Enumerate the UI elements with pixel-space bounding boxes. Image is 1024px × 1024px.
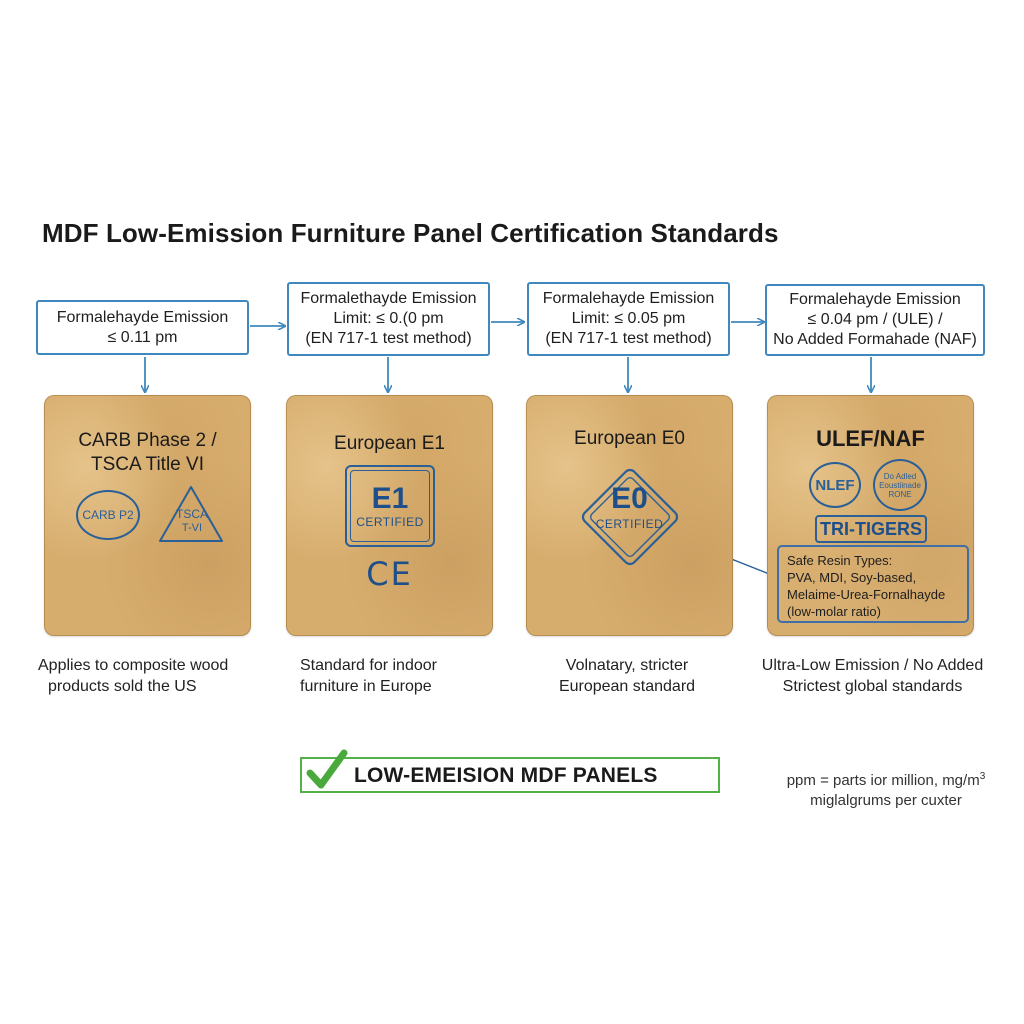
seal-label: Do Adled [883, 471, 917, 481]
limit-box-ulef: Formalehayde Emission ≤ 0.04 pm / (ULE) … [765, 284, 985, 356]
e1-mark: E1 [371, 482, 409, 515]
checkmark-icon [306, 749, 348, 789]
caption-e1: Standard for indoor furniture in Europe [300, 655, 470, 697]
units-note: ppm = parts ior million, mg/m3 miglalgru… [770, 767, 1002, 811]
limit-line: Limit: ≤ 0.(0 pm [333, 310, 444, 327]
panel-carb-tsca: CARB Phase 2 / TSCA Title VI CARB P2 TSC… [44, 395, 251, 636]
caption-line: European standard [558, 678, 696, 695]
seal-label: NLEF [815, 476, 855, 494]
caption-carb: Applies to composite wood products sold … [38, 655, 248, 697]
panel-title: CARB Phase 2 / TSCA Title VI [44, 429, 251, 477]
certified-label: CERTIFIED [595, 517, 664, 531]
no-added-seal-icon: Do Adled Eoustiinade RONE [873, 459, 927, 511]
limit-line: (EN 717-1 test method) [545, 330, 712, 347]
resin-line: Melaime-Urea-Fornalhayde [787, 587, 946, 602]
nlef-seal-icon: NLEF [809, 462, 861, 508]
limit-box-e0: Formalehayde Emission Limit: ≤ 0.05 pm (… [527, 282, 730, 356]
limit-line: Formalehayde Emission [789, 291, 961, 308]
panel-title-line: CARB Phase 2 / [78, 430, 217, 451]
caption-line: Standard for indoor [300, 657, 437, 674]
tri-tigers-badge: TRI-TIGERS [815, 515, 927, 543]
caption-line: furniture in Europe [300, 678, 432, 695]
caption-line: Volnatary, stricter [565, 657, 689, 674]
seal-label: CARB P2 [82, 508, 134, 522]
banner-label: LOW-EMEISION MDF PANELS [354, 764, 658, 787]
caption-e0: Volnatary, stricter European standard [527, 655, 727, 697]
seal-label: RONE [888, 489, 912, 499]
certified-label: CERTIFIED [356, 515, 424, 529]
carb-seal-icon: CARB P2 [76, 490, 140, 540]
tsca-seal-text: TSCA [176, 507, 208, 521]
units-line: ppm = parts ior million, mg/m3 [770, 767, 1002, 791]
e0-diamond-icon [581, 468, 679, 566]
e0-mark: E0 [611, 482, 648, 515]
panel-title-line: TSCA Title VI [91, 454, 204, 475]
panel-title: European E1 [334, 433, 445, 454]
limit-line: ≤ 0.11 pm [107, 328, 178, 346]
units-superscript: 3 [979, 771, 986, 782]
tsca-seal-text: T-VI [182, 522, 202, 534]
low-emission-banner: LOW-EMEISION MDF PANELS [300, 749, 720, 793]
e1-certified-badge: E1 CERTIFIED [345, 465, 435, 547]
panel-title: ULEF/NAF [816, 426, 925, 451]
ce-mark-icon: CE [366, 555, 413, 593]
safe-resin-types-box: Safe Resin Types: PVA, MDI, Soy-based, M… [777, 545, 969, 623]
diagram-title: MDF Low-Emission Furniture Panel Certifi… [42, 218, 779, 248]
units-line: miglalgrums per cuxter [810, 792, 962, 809]
seal-label: Eoustiinade [879, 480, 921, 490]
limit-line: (EN 717-1 test method) [305, 330, 472, 347]
limit-line: No Added Formahade (NAF) [773, 331, 977, 348]
caption-line: products sold the US [48, 678, 197, 695]
resin-line: Safe Resin Types: [787, 553, 893, 568]
limit-line: Formalehayde Emission [542, 290, 715, 307]
tsca-triangle-icon: TSCA T-VI [159, 486, 223, 542]
limit-box-carb: Formalehayde Emission ≤ 0.11 pm [36, 300, 249, 355]
panel-ulef-naf: ULEF/NAF NLEF Do Adled Eoustiinade RONE [767, 395, 974, 636]
caption-ulef: Ultra-Low Emission / No Added Strictest … [750, 655, 995, 697]
resin-line: (low-molar ratio) [787, 604, 881, 619]
resin-line: PVA, MDI, Soy-based, [787, 570, 917, 585]
limit-line: Formalethayde Emission [300, 290, 477, 307]
limit-box-e1: Formalethayde Emission Limit: ≤ 0.(0 pm … [287, 282, 490, 356]
limit-line: Limit: ≤ 0.05 pm [571, 310, 686, 327]
panel-title: European E0 [574, 428, 685, 449]
limit-line: Formalehayde Emission [56, 308, 229, 326]
caption-line: Ultra-Low Emission / No Added [761, 657, 984, 674]
caption-line: Strictest global standards [782, 678, 963, 695]
caption-line: Applies to composite wood [38, 657, 229, 674]
panel-european-e1: European E1 E1 CERTIFIED CE [286, 395, 493, 636]
units-text: ppm = parts ior million, mg/m [786, 772, 980, 789]
panel-european-e0: European E0 E0 CERTIFIED [526, 395, 733, 636]
limit-line: ≤ 0.04 pm / (ULE) / [807, 311, 943, 328]
